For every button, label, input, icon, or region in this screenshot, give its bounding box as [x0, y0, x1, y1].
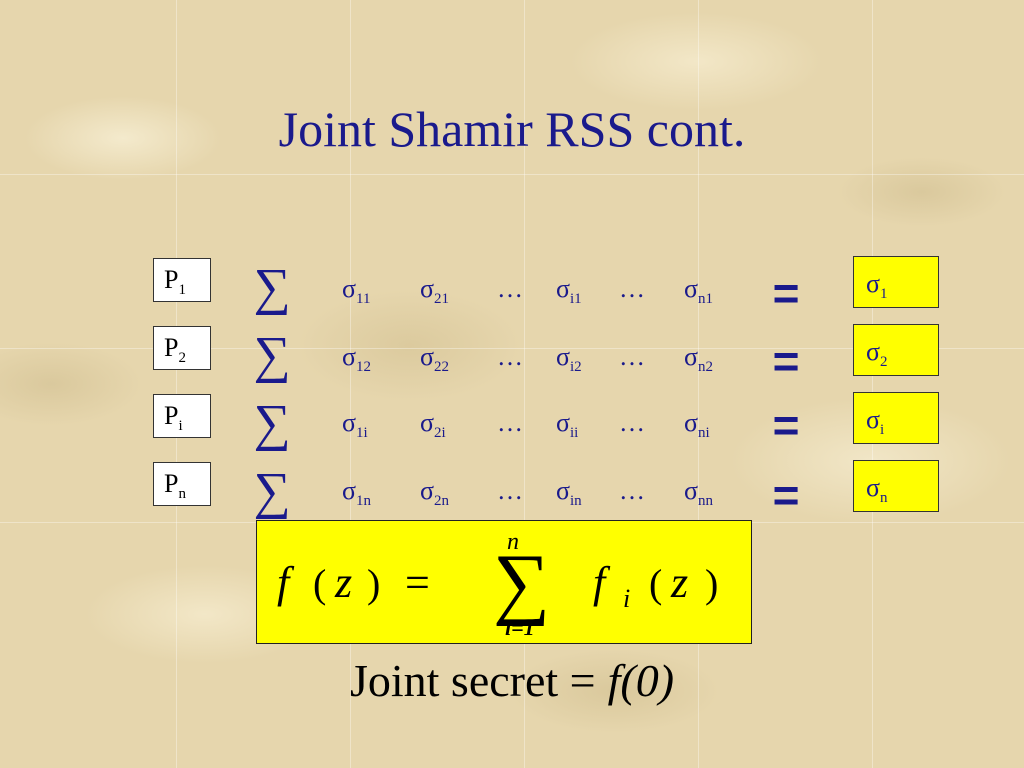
formula: f ( z ) = n ∑ i=1 f i ( z ): [277, 529, 718, 640]
sum-symbol: ∑: [253, 463, 291, 520]
party-label: P: [164, 469, 179, 498]
sum-symbol: ∑: [253, 327, 291, 384]
joint-secret-value: f(0): [607, 655, 675, 706]
party-box-n: Pn: [153, 462, 211, 506]
formula-equals: =: [405, 558, 430, 607]
party-label: P: [164, 401, 179, 430]
share-term: σ1n: [342, 476, 372, 510]
formula-paren: (: [649, 561, 662, 606]
tile-seam: [698, 0, 699, 768]
joint-secret: Joint secret =f(0): [0, 654, 1024, 707]
ellipsis: …: [619, 408, 645, 437]
party-box-1: P1: [153, 258, 211, 302]
equals-sign: =: [772, 267, 800, 319]
sum-symbol: ∑: [253, 395, 291, 452]
joint-secret-label: Joint secret =: [349, 655, 596, 706]
share-term: σn1: [684, 274, 714, 308]
ellipsis: …: [497, 408, 523, 437]
share-term: σ2n: [420, 476, 450, 510]
share-term: σni: [684, 408, 710, 442]
share-term: σ22: [420, 342, 450, 376]
ellipsis: …: [619, 476, 645, 505]
ellipsis: …: [497, 476, 523, 505]
tile-seam: [176, 0, 177, 768]
formula-paren: ): [367, 561, 380, 606]
slide-title: Joint Shamir RSS cont.: [278, 101, 746, 157]
tile-seam: [524, 0, 525, 768]
share-term: σin: [556, 476, 582, 510]
party-subscript: 2: [178, 350, 186, 367]
tile-seam: [350, 0, 351, 768]
share-term: σii: [556, 408, 579, 442]
formula-lhs-f: f: [277, 558, 295, 607]
ellipsis: …: [619, 274, 645, 303]
share-term: σ12: [342, 342, 372, 376]
result-box-1: σ1: [853, 256, 939, 308]
share-term: σi2: [556, 342, 582, 376]
party-subscript: i: [178, 418, 183, 435]
equals-sign: =: [772, 335, 800, 387]
share-term: σ21: [420, 274, 450, 308]
equals-sign: =: [772, 469, 800, 521]
formula-sigma: ∑: [493, 539, 550, 627]
party-label: P: [164, 333, 179, 362]
tile-seam: [0, 348, 1024, 349]
formula-rhs-sub: i: [623, 584, 630, 613]
ellipsis: …: [497, 274, 523, 303]
ellipsis: …: [497, 342, 523, 371]
formula-rhs-var: z: [670, 558, 688, 607]
formula-lhs-var: z: [334, 558, 352, 607]
formula-paren: (: [313, 561, 326, 606]
equals-sign: =: [772, 399, 800, 451]
ellipsis: …: [619, 342, 645, 371]
share-term: σ11: [342, 274, 371, 308]
formula-upper-limit: n: [507, 529, 519, 555]
tile-seam: [872, 0, 873, 768]
share-term: σnn: [684, 476, 714, 510]
share-term: σ2i: [420, 408, 446, 442]
party-label: P: [164, 265, 179, 294]
share-term: σi1: [556, 274, 582, 308]
sum-symbol: ∑: [253, 259, 291, 316]
formula-box: f ( z ) = n ∑ i=1 f i ( z ): [256, 520, 752, 644]
party-subscript: n: [178, 486, 186, 503]
formula-paren: ): [705, 561, 718, 606]
party-box-2: P2: [153, 326, 211, 370]
share-term: σn2: [684, 342, 714, 376]
formula-lower-limit: i=1: [505, 615, 535, 640]
share-term: σ1i: [342, 408, 368, 442]
result-box-n: σn: [853, 460, 939, 512]
party-box-i: Pi: [153, 394, 211, 438]
party-subscript: 1: [178, 282, 186, 299]
formula-rhs-f: f: [593, 558, 611, 607]
result-box-2: σ2: [853, 324, 939, 376]
tile-seam: [0, 174, 1024, 175]
result-box-i: σi: [853, 392, 939, 444]
